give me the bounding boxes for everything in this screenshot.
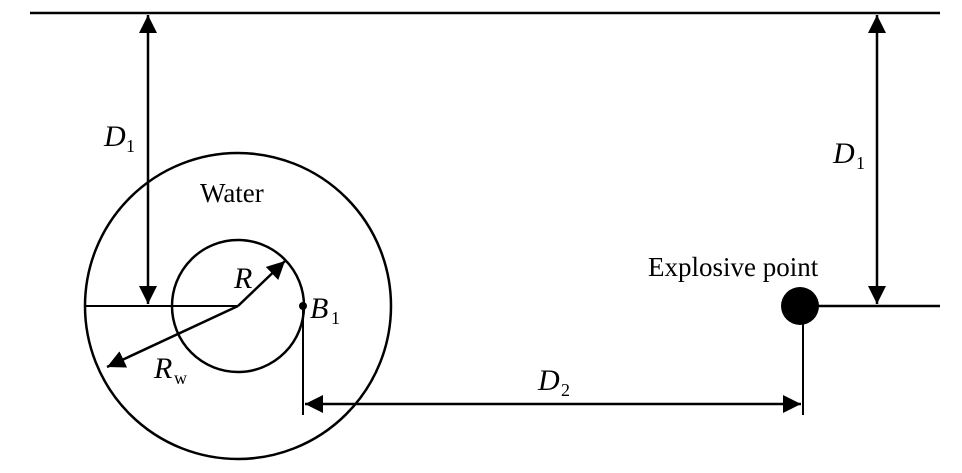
d1-left-label-sub: 1 [126,136,135,156]
b1-label-main: B [310,292,328,325]
rw-outer-arrow [106,304,239,369]
d1-right-label-main: D [832,137,855,170]
d2-label-main: D [537,364,560,397]
d1-left-label-main: D [103,120,126,153]
water-label: Water [200,178,264,208]
explosive-point-label: Explosive point [648,252,819,282]
r-inner-arrow [237,260,286,307]
d1-right-label-sub: 1 [856,153,865,173]
r-inner-label: R [233,262,252,295]
d2-label-sub: 2 [561,380,570,400]
b1-label-sub: 1 [331,308,340,328]
rw-label-sub: w [174,368,187,388]
rw-label-main: R [153,352,172,385]
explosive-point-marker [781,287,819,325]
